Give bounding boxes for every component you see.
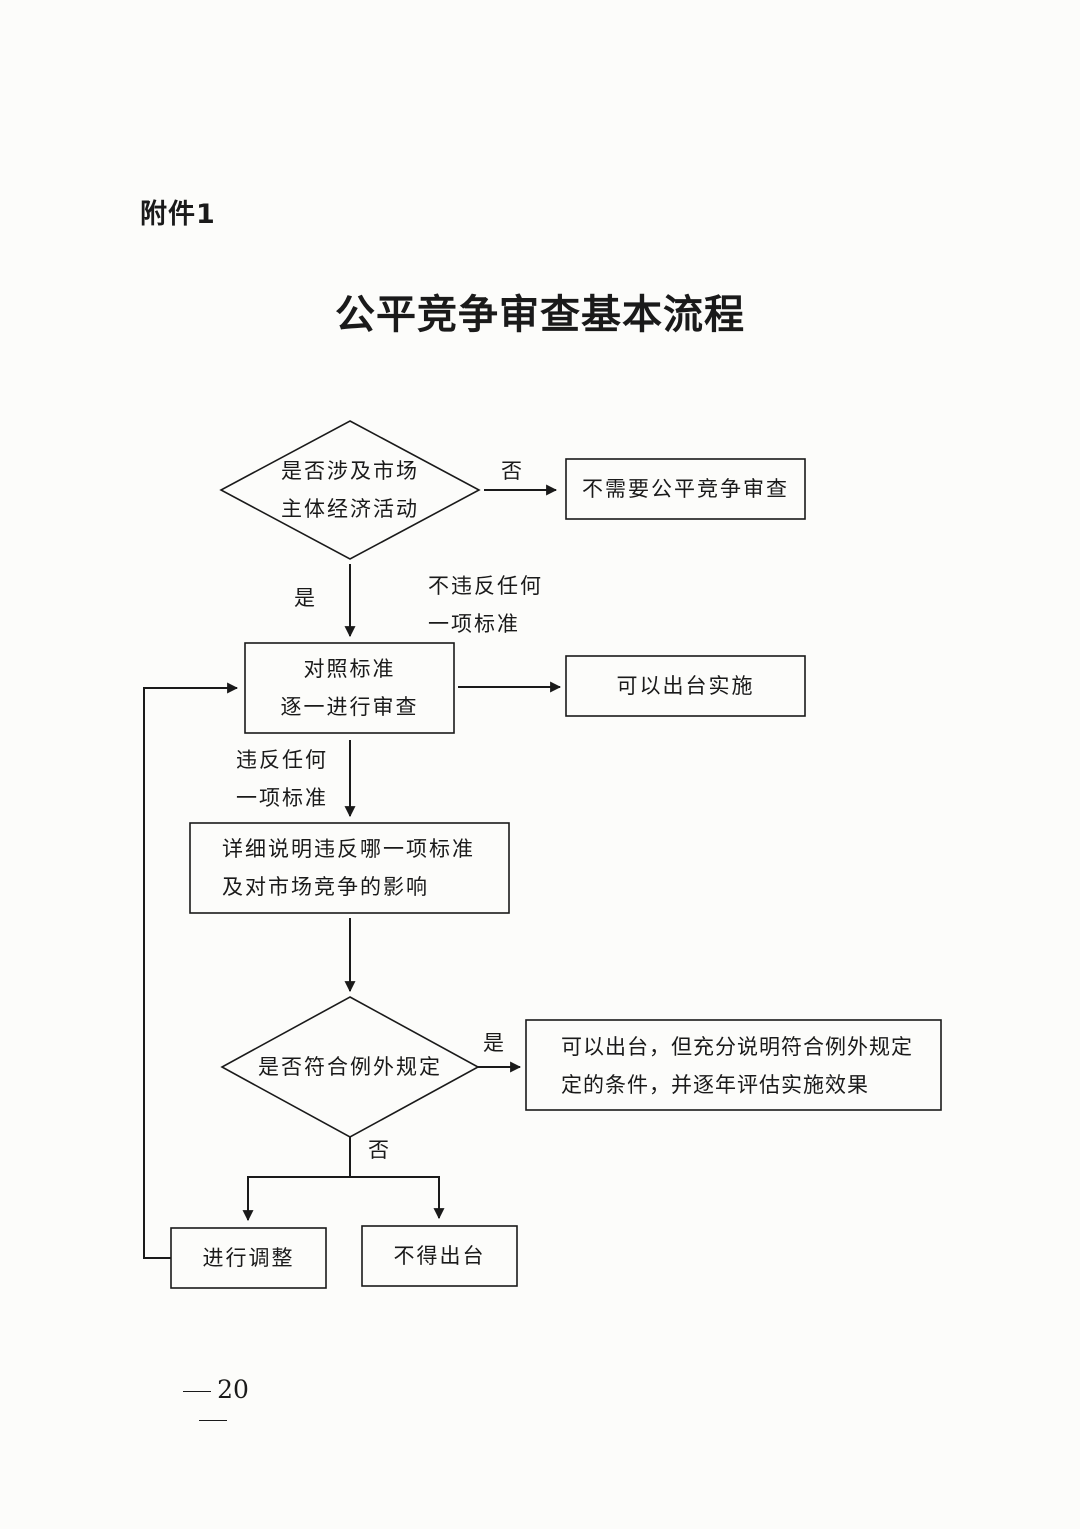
box-no-review-needed: 不需要公平竞争审查 — [582, 477, 789, 501]
box-adjust: 进行调整 — [202, 1246, 295, 1270]
box-detail-violation-shape — [189, 822, 510, 914]
page-number-dash-right — [199, 1420, 227, 1421]
box-not-allowed: 不得出台 — [393, 1244, 486, 1268]
box-review-by-standard-line-1: 对照标准 — [303, 657, 396, 681]
attachment-label: 附件1 — [140, 199, 216, 230]
box-detail-violation-line-2: 及对市场竞争的影响 — [222, 875, 429, 899]
decision-market-activity: 是否涉及市场 主体经济活动 — [230, 452, 470, 528]
edge-label-violation-line-1: 违反任何 — [236, 748, 328, 772]
box-implement-with-exception: 可以出台，但充分说明符合例外规定 定的条件，并逐年评估实施效果 — [561, 1028, 936, 1104]
edge-label-yes-1: 是 — [294, 586, 317, 610]
connector-no-branch — [242, 1137, 351, 1222]
edge-label-violation-line-2: 一项标准 — [236, 786, 328, 810]
page-number-dash-left — [183, 1391, 212, 1392]
page-number-value: 20 — [217, 1375, 249, 1404]
box-not-allowed-shape — [361, 1225, 518, 1287]
box-implement-with-exception-shape — [525, 1019, 942, 1111]
decision-exception: 是否符合例外规定 — [258, 1055, 442, 1079]
edge-label-violation: 违反任何 一项标准 — [236, 741, 328, 817]
box-review-by-standard-line-2: 逐一进行审查 — [280, 695, 419, 719]
page-title: 公平竞争审查基本流程 — [335, 291, 745, 338]
box-detail-violation: 详细说明违反哪一项标准 及对市场竞争的影响 — [222, 830, 507, 906]
edge-label-no-2: 否 — [368, 1138, 391, 1162]
edge-label-no-violation-line-2: 一项标准 — [428, 612, 520, 636]
box-review-by-standard-shape — [244, 642, 455, 734]
box-implement-with-exception-line-2: 定的条件，并逐年评估实施效果 — [561, 1073, 869, 1097]
edge-label-no-violation: 不违反任何 一项标准 — [428, 567, 543, 643]
decision-market-activity-line-1: 是否涉及市场 — [281, 459, 419, 483]
edge-label-no-violation-line-1: 不违反任何 — [428, 574, 543, 598]
decision-market-activity-line-2: 主体经济活动 — [281, 497, 419, 521]
connector-no-branch-right — [350, 1176, 445, 1220]
page-number: 20 — [158, 1375, 268, 1433]
edge-label-no-1: 否 — [501, 459, 524, 483]
box-detail-violation-line-1: 详细说明违反哪一项标准 — [222, 837, 475, 861]
decision-market-activity-shape — [219, 420, 481, 560]
box-no-review-needed-shape — [565, 458, 806, 520]
box-review-by-standard: 对照标准 逐一进行审查 — [245, 650, 454, 726]
box-implement-with-exception-line-1: 可以出台，但充分说明符合例外规定 — [561, 1035, 913, 1059]
edge-label-yes-2: 是 — [483, 1031, 506, 1055]
box-can-implement-shape — [565, 655, 806, 717]
feedback-loop-adjust-to-review — [143, 682, 239, 1259]
box-can-implement: 可以出台实施 — [616, 674, 755, 698]
